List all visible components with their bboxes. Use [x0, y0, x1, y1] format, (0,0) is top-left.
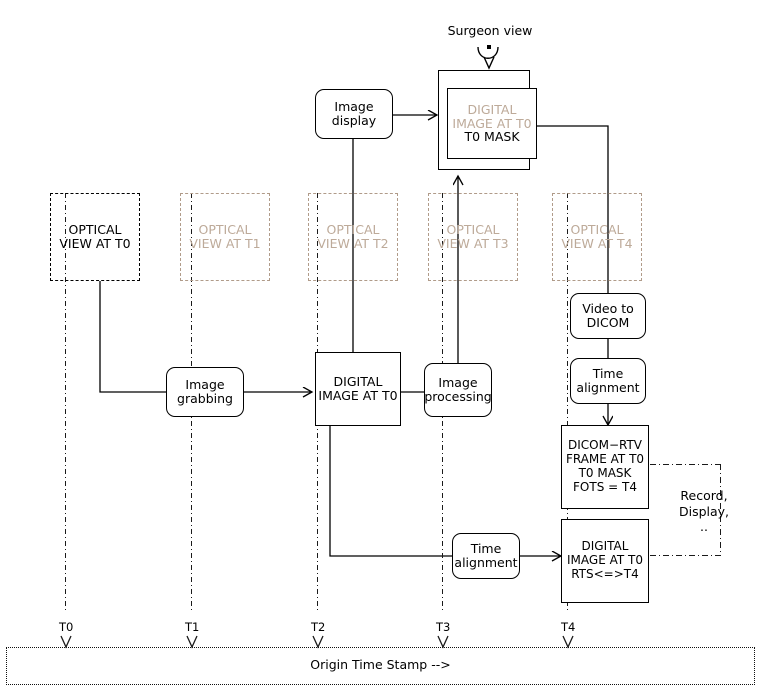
- optical-view-t3: OPTICAL VIEW AT T3: [428, 193, 518, 281]
- node-t0-mask-digital-label: DIGITAL IMAGE AT T0: [452, 101, 532, 132]
- optical-view-t1: OPTICAL VIEW AT T1: [180, 193, 270, 281]
- node-digital-image-rts[interactable]: DIGITAL IMAGE AT T0 RTS<=>T4: [561, 519, 649, 603]
- edge-opticalT0-to-grabbing: [99, 281, 166, 393]
- node-time-alignment-bottom[interactable]: Time alignment: [452, 533, 520, 579]
- edge-digital-to-timealign-bottom: [329, 425, 452, 557]
- timeline-arrow-t0: [60, 635, 72, 649]
- node-time-alignment-top[interactable]: Time alignment: [570, 358, 646, 404]
- record-bracket-bottom: [650, 555, 721, 557]
- record-bracket-top: [650, 464, 721, 466]
- node-dicom-rtv-frame[interactable]: DICOM−RTV FRAME AT T0 T0 MASK FOTS = T4: [561, 425, 649, 509]
- node-image-display[interactable]: Image display: [315, 89, 393, 139]
- surgeon-view-gaze-icon: [477, 45, 499, 70]
- origin-time-stamp-label: Origin Time Stamp -->: [310, 657, 451, 672]
- node-t0-mask-label: T0 MASK: [464, 128, 520, 144]
- timeline-column-t0: [65, 193, 67, 613]
- timeline-arrow-t3: [437, 635, 449, 649]
- node-video-to-dicom[interactable]: Video to DICOM: [570, 293, 646, 339]
- node-t0-mask-inner[interactable]: DIGITAL IMAGE AT T0 T0 MASK: [447, 88, 537, 159]
- timeline-tick-label-t1: T1: [185, 620, 200, 634]
- record-bracket-right: [720, 464, 722, 556]
- record-display-label: Record, Display, ..: [678, 488, 730, 535]
- optical-view-t4: OPTICAL VIEW AT T4: [552, 193, 642, 281]
- timeline-tick-label-t4: T4: [561, 620, 576, 634]
- optical-view-t0: OPTICAL VIEW AT T0: [50, 193, 140, 281]
- timeline-arrow-t2: [312, 635, 324, 649]
- optical-view-t2: OPTICAL VIEW AT T2: [308, 193, 398, 281]
- timeline-tick-label-t2: T2: [311, 620, 326, 634]
- node-image-processing[interactable]: Image processing: [424, 363, 492, 417]
- node-digital-image-t0[interactable]: DIGITAL IMAGE AT T0: [315, 352, 401, 426]
- timeline-arrow-t1: [186, 635, 198, 649]
- node-image-grabbing[interactable]: Image grabbing: [166, 367, 244, 417]
- timeline-tick-label-t3: T3: [436, 620, 451, 634]
- timeline-tick-label-t0: T0: [59, 620, 74, 634]
- timeline-column-t4: [567, 193, 569, 613]
- origin-time-stamp-strip: [6, 647, 755, 685]
- surgeon-view-title: Surgeon view: [447, 23, 533, 38]
- timeline-arrow-t4: [562, 635, 574, 649]
